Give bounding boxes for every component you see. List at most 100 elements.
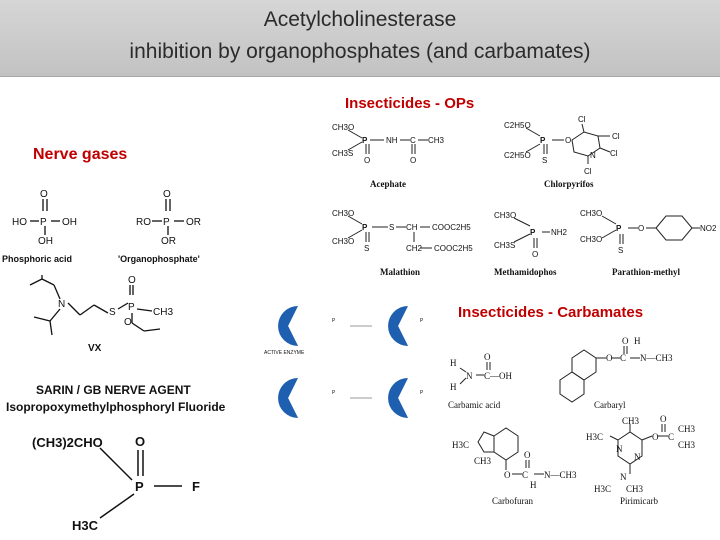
atom-label: O bbox=[484, 352, 491, 362]
page-title-line-2: inhibition by organophosphates (and carb… bbox=[129, 40, 591, 63]
atom-label: O bbox=[135, 434, 145, 449]
atom-label: O bbox=[364, 156, 370, 165]
atom-label: O bbox=[606, 353, 613, 363]
atom-label: RO bbox=[136, 217, 151, 228]
enzyme-shape bbox=[278, 306, 299, 347]
atom-label: HO bbox=[12, 217, 27, 228]
atom-label: O bbox=[128, 275, 136, 286]
section-label-nerve-gases: Nerve gases bbox=[33, 146, 128, 163]
atom-label: H3C bbox=[452, 440, 469, 450]
compound-name: Chlorpyrifos bbox=[544, 179, 594, 189]
compound-name: 'Organophosphate' bbox=[118, 254, 200, 264]
sarin-panel bbox=[0, 376, 228, 538]
compound-name: VX bbox=[88, 343, 102, 354]
atom-label: C2H5O bbox=[504, 121, 531, 130]
atom-label: CH3 bbox=[626, 484, 644, 494]
atom-label: NH2 bbox=[551, 228, 568, 237]
atom-label: S bbox=[542, 156, 547, 165]
carbamate-structures: H H N O C—OH O O H C N—CH3 H3C CH3 O O C… bbox=[448, 336, 696, 506]
atom-label: P bbox=[420, 318, 424, 324]
atom-label: CH3 bbox=[678, 424, 696, 434]
atom-label: O bbox=[532, 250, 538, 259]
compound-name: Malathion bbox=[380, 267, 420, 277]
atom-label: CH3 bbox=[678, 440, 696, 450]
enzyme-inhibition-diagram: OH OH P P P P ACTIVE ENZYME bbox=[264, 306, 424, 419]
atom-label: OH bbox=[292, 325, 301, 331]
atom-label: C bbox=[410, 136, 416, 145]
atom-label: O bbox=[565, 136, 571, 145]
compound-name: Methamidophos bbox=[494, 267, 557, 277]
atom-label: CH3 bbox=[622, 416, 640, 426]
atom-label: OH bbox=[38, 236, 53, 247]
atom-label: CH3O bbox=[580, 209, 602, 218]
enzyme-shape bbox=[388, 378, 409, 419]
atom-label: OH bbox=[62, 217, 77, 228]
atom-label: CH3O bbox=[332, 123, 354, 132]
atom-label: P bbox=[362, 136, 368, 145]
atom-label: CH3O bbox=[580, 235, 602, 244]
atom-label: P bbox=[135, 479, 144, 494]
sarin-structure: SARIN / GB NERVE AGENT Isopropoxymethylp… bbox=[6, 383, 226, 533]
compound-name: Carbofuran bbox=[492, 496, 533, 506]
atom-label: CH3O bbox=[494, 211, 516, 220]
compound-name: Isopropoxymethylphosphoryl Fluoride bbox=[6, 400, 226, 414]
phosphate-structures: O P HO OH OH O P RO OR OR Phosphoric aci… bbox=[2, 189, 201, 264]
atom-label: NH bbox=[386, 136, 398, 145]
atom-label: P bbox=[420, 390, 424, 396]
atom-label: N bbox=[466, 371, 473, 381]
atom-label: P bbox=[332, 390, 336, 396]
atom-label: CH3S bbox=[494, 241, 515, 250]
atom-label: COOC2H5 bbox=[434, 244, 473, 253]
enzyme-caption: ACTIVE ENZYME bbox=[264, 350, 305, 356]
atom-label: COOC2H5 bbox=[432, 223, 471, 232]
atom-label: F bbox=[192, 479, 200, 494]
atom-label: S bbox=[618, 246, 623, 255]
atom-label: NO2 bbox=[700, 224, 717, 233]
atom-label: O bbox=[652, 432, 659, 442]
atom-label: Cl bbox=[610, 149, 618, 158]
atom-label: OR bbox=[186, 217, 201, 228]
atom-label: O bbox=[504, 470, 511, 480]
atom-label: H bbox=[530, 480, 537, 490]
enzyme-shape bbox=[388, 306, 409, 347]
atom-label: N bbox=[620, 472, 627, 482]
compound-name: Carbamic acid bbox=[448, 400, 501, 410]
atom-label: O bbox=[660, 414, 667, 424]
atom-label: CH2 bbox=[406, 244, 423, 253]
section-label-ops: Insecticides - OPs bbox=[345, 95, 475, 112]
atom-label: CH3 bbox=[153, 307, 173, 318]
atom-label: CH3O bbox=[332, 209, 354, 218]
atom-label: CH3S bbox=[332, 149, 353, 158]
atom-label: S bbox=[389, 223, 394, 232]
vx-structure: N S P O CH3 O VX bbox=[29, 275, 173, 354]
compound-name: Phosphoric acid bbox=[2, 254, 72, 264]
atom-label: N bbox=[590, 151, 596, 160]
compound-name: Parathion-methyl bbox=[612, 267, 680, 277]
atom-label: N bbox=[616, 444, 623, 454]
atom-label: C bbox=[522, 470, 528, 480]
atom-label: O bbox=[524, 450, 531, 460]
atom-label: OR bbox=[161, 236, 176, 247]
atom-label: O bbox=[40, 189, 48, 200]
atom-label: P bbox=[128, 302, 135, 313]
atom-label: H3C bbox=[72, 518, 99, 533]
atom-label: Cl bbox=[584, 167, 592, 176]
atom-label: O bbox=[124, 317, 132, 328]
atom-label: P bbox=[40, 217, 47, 228]
atom-label: H bbox=[450, 382, 457, 392]
atom-label: S bbox=[364, 244, 369, 253]
ops-structures: CH3O P CH3S O NH C O CH3 C2H5O C2H5O P S… bbox=[332, 115, 717, 277]
atom-label: S bbox=[109, 307, 116, 318]
section-label-carbamates: Insecticides - Carbamates bbox=[458, 304, 644, 321]
carbamates-panel bbox=[444, 328, 716, 538]
atom-label: O bbox=[163, 189, 171, 200]
atom-label: N—CH3 bbox=[640, 353, 673, 363]
atom-label: H3C bbox=[594, 484, 611, 494]
atom-label: OH bbox=[292, 397, 301, 403]
atom-label: P bbox=[163, 217, 170, 228]
atom-label: C—OH bbox=[484, 371, 513, 381]
compound-name: Acephate bbox=[370, 179, 406, 189]
atom-label: N bbox=[634, 452, 641, 462]
atom-label: C bbox=[668, 432, 674, 442]
atom-label: C2H5O bbox=[504, 151, 531, 160]
